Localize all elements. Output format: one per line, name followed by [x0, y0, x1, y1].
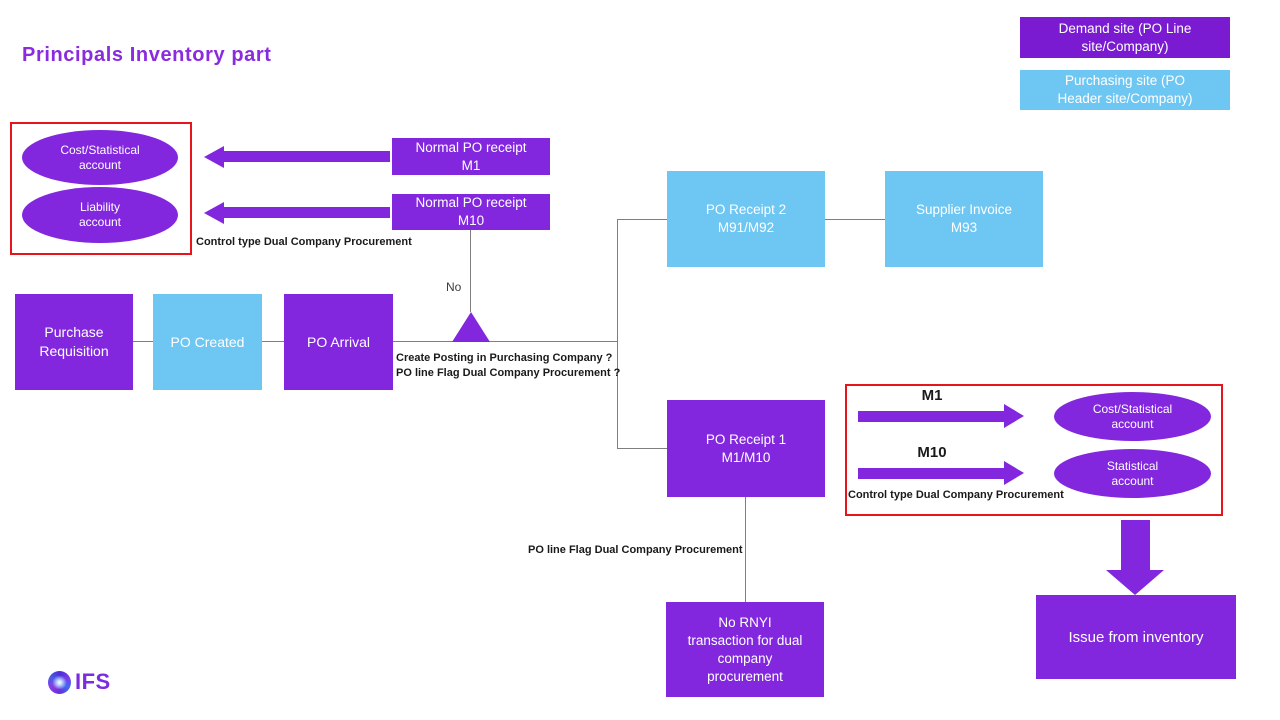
po-receipt-1-line2: M1/M10: [721, 449, 771, 465]
decision-question-line1: Create Posting in Purchasing Company ?: [396, 352, 613, 364]
m1-arrow-label: M1: [921, 387, 943, 404]
legend-demand-line2: site/Company): [1081, 38, 1169, 54]
no-rnyi-line3: company: [717, 650, 773, 666]
ifs-logo-text: IFS: [75, 669, 111, 694]
legend-demand-line1: Demand site (PO Line: [1058, 20, 1192, 36]
cost-account-line1: Cost/Statistical: [60, 142, 140, 157]
po-arrival-label: PO Arrival: [306, 333, 370, 350]
ifs-logo: IFS: [48, 669, 111, 695]
liability-account-line1: Liability: [79, 200, 121, 214]
po-receipt-2-line1: PO Receipt 2: [705, 202, 787, 217]
purchase-requisition-box: Purchase Requisition: [15, 294, 133, 390]
arrow-right-m10-shaft: [858, 468, 1004, 479]
cost-statistical-account-ellipse: Cost/Statistical account: [22, 130, 178, 185]
no-rnyi-line1: No RNYI: [718, 614, 772, 630]
legend-demand-site: Demand site (PO Line site/Company): [1020, 17, 1230, 58]
connector-poarrival-branch-line: [393, 341, 617, 342]
connector-receipt2-invoice-line: [825, 219, 885, 220]
po-line-flag-caption: PO line Flag Dual Company Procurement: [528, 544, 743, 556]
control-type-caption-right: Control type Dual Company Procurement: [848, 489, 1064, 501]
no-rnyi-line4: procurement: [707, 668, 783, 684]
normal-po-receipt-m10-box: Normal PO receipt M10: [392, 194, 550, 230]
control-type-caption-left: Control type Dual Company Procurement: [196, 236, 412, 248]
decision-no-label: No: [446, 280, 462, 294]
m10-arrow-label: M10: [917, 444, 947, 461]
decision-question-line2: PO line Flag Dual Company Procurement ?: [396, 367, 621, 379]
supplier-invoice-line1: Supplier Invoice: [915, 202, 1013, 217]
legend-purchasing-line1: Purchasing site (PO: [1064, 73, 1186, 88]
postings-cost-line2: account: [1111, 416, 1154, 431]
po-receipt-1-line1: PO Receipt 1: [705, 431, 787, 447]
arrow-right-m10-head-icon: [1004, 461, 1024, 485]
po-receipt-2-box: PO Receipt 2 M91/M92: [667, 171, 825, 267]
accounts-red-frame: [10, 122, 192, 255]
normal-m10-line1: Normal PO receipt: [415, 195, 527, 210]
arrow-right-m1-shaft: [858, 411, 1004, 422]
ifs-swirl-icon: [48, 670, 71, 694]
supplier-invoice-box: Supplier Invoice M93: [885, 171, 1043, 267]
arrow-right-m1-head-icon: [1004, 404, 1024, 428]
po-created-label: PO Created: [170, 333, 245, 350]
purchase-requisition-line2: Requisition: [39, 343, 109, 359]
liability-account-line2: account: [78, 215, 122, 229]
normal-m10-line2: M10: [457, 213, 485, 228]
normal-m1-line1: Normal PO receipt: [415, 139, 527, 155]
connector-branch-vertical-line: [617, 219, 618, 448]
connector-pocreated-poarrival-line: [262, 341, 284, 342]
po-created-box: PO Created: [153, 294, 262, 390]
postings-stat-line2: account: [1111, 473, 1154, 488]
postings-red-frame: [845, 384, 1223, 516]
statistical-account-ellipse: Statistical account: [1054, 449, 1211, 498]
connector-branch-receipt1-line: [617, 448, 667, 449]
arrow-left-m1-head-icon: [204, 146, 224, 168]
connector-pr-pocreated-line: [133, 341, 153, 342]
decision-triangle-icon: [452, 312, 490, 342]
purchase-requisition-line1: Purchase: [44, 324, 104, 340]
liability-account-ellipse: Liability account: [22, 187, 178, 243]
normal-po-receipt-m1-box: Normal PO receipt M1: [392, 138, 550, 175]
supplier-invoice-line2: M93: [950, 220, 978, 235]
decision-question: Create Posting in Purchasing Company ? P…: [396, 351, 620, 381]
arrow-left-m10-shaft: [224, 207, 390, 218]
po-receipt-2-line2: M91/M92: [717, 220, 775, 235]
arrow-down-shaft: [1121, 520, 1150, 572]
connector-receipt1-rnyi-line: [745, 497, 746, 602]
connector-branch-receipt2-line: [617, 219, 667, 220]
legend-purchasing-line2: Header site/Company): [1057, 91, 1193, 106]
issue-from-inventory-box: Issue from inventory: [1036, 595, 1236, 679]
arrow-left-m1-shaft: [224, 151, 390, 162]
issue-from-inventory-label: Issue from inventory: [1068, 628, 1204, 646]
no-rnyi-line2: transaction for dual: [687, 632, 803, 648]
connector-m10-decision-line: [470, 230, 471, 312]
cost-statistical-account-ellipse-right: Cost/Statistical account: [1054, 392, 1211, 441]
cost-account-line2: account: [78, 157, 122, 172]
po-receipt-1-box: PO Receipt 1 M1/M10: [667, 400, 825, 497]
postings-stat-line1: Statistical: [1106, 458, 1159, 473]
postings-cost-line1: Cost/Statistical: [1092, 401, 1173, 416]
page-title: Principals Inventory part: [22, 44, 272, 66]
normal-m1-line2: M1: [461, 157, 481, 173]
no-rnyi-box: No RNYI transaction for dual company pro…: [666, 602, 824, 697]
arrow-left-m10-head-icon: [204, 202, 224, 224]
legend-purchasing-site: Purchasing site (PO Header site/Company): [1020, 70, 1230, 110]
arrow-down-head-icon: [1106, 570, 1164, 595]
po-arrival-box: PO Arrival: [284, 294, 393, 390]
